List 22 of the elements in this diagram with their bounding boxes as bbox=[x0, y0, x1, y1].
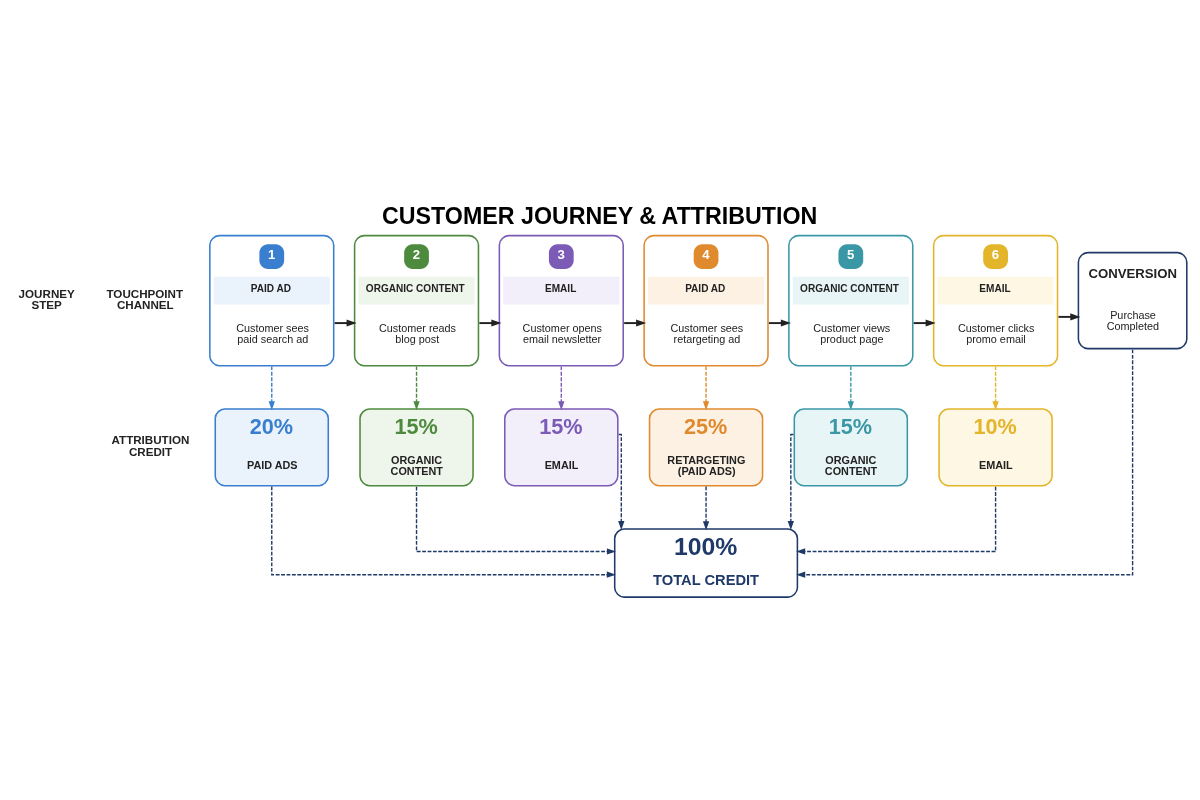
arrow bbox=[268, 365, 275, 410]
arrow bbox=[992, 365, 999, 410]
arrow bbox=[912, 319, 936, 327]
arrow bbox=[623, 319, 647, 327]
arrow bbox=[413, 365, 420, 410]
arrow bbox=[1057, 312, 1081, 320]
label: ATTRIBUTION CREDIT bbox=[111, 432, 190, 458]
label: JOURNEY STEP bbox=[18, 286, 75, 311]
arrow bbox=[847, 365, 854, 410]
arrow bbox=[333, 319, 357, 327]
diagram-title: CUSTOMER JOURNEY & ATTRIBUTION bbox=[382, 202, 818, 229]
arrow bbox=[618, 433, 625, 530]
arrow bbox=[702, 365, 710, 410]
arrow bbox=[702, 485, 710, 530]
arrow bbox=[558, 365, 565, 410]
arrow bbox=[478, 319, 502, 327]
arrow bbox=[767, 319, 791, 327]
arrow bbox=[787, 433, 795, 530]
arrow bbox=[415, 485, 616, 555]
arrow bbox=[271, 485, 616, 578]
label: TOUCHPOINT CHANNEL bbox=[106, 286, 184, 311]
arrow bbox=[796, 485, 997, 555]
